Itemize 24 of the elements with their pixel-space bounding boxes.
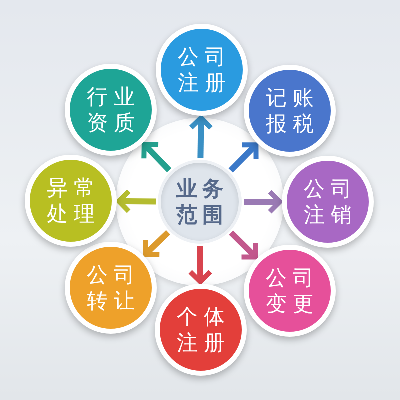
service-label: 行业资质 (86, 84, 142, 136)
service-circle (25, 155, 117, 247)
service-label: 异常处理 (46, 174, 102, 228)
service-circle (244, 245, 336, 337)
service-label: 公司注册 (177, 44, 233, 96)
arrow (244, 190, 282, 214)
service-circle (155, 284, 247, 376)
service-label: 记账报税 (265, 84, 321, 138)
arrow (188, 246, 214, 284)
arrow (229, 230, 258, 260)
arrow (116, 188, 156, 214)
service-label: 公司注销 (303, 176, 359, 228)
service-label: 个体注册 (176, 304, 232, 356)
heading-text: 业务范围 (176, 176, 230, 228)
service-label: 公司转让 (86, 262, 142, 314)
service-label: 公司变更 (265, 264, 321, 318)
service-circle (65, 64, 157, 156)
service-circle (244, 65, 336, 157)
arrow (142, 142, 172, 172)
service-circle (156, 24, 248, 116)
service-circle (65, 242, 157, 334)
arrow (143, 230, 170, 258)
arrow (228, 142, 259, 173)
service-circle (282, 156, 374, 248)
